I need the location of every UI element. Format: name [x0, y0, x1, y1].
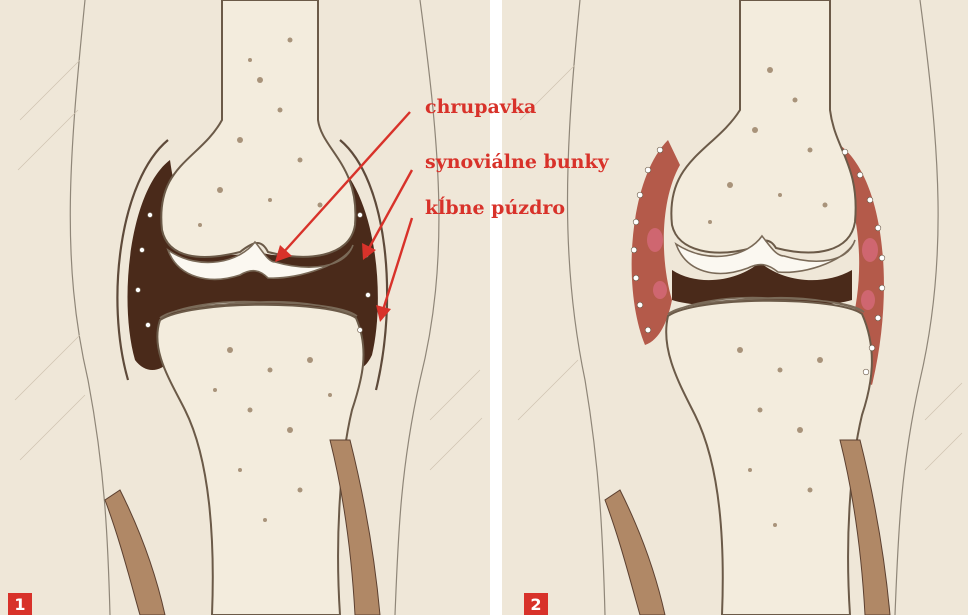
- panel-number-1: 1: [14, 595, 25, 614]
- panel-number-2: 2: [530, 595, 541, 614]
- panel-inflamed-joint: 2: [490, 0, 968, 615]
- panel-number-badge-2: 2: [524, 593, 548, 615]
- label-cartilage: chrupavka: [425, 96, 536, 118]
- panel-number-badge-1: 1: [8, 593, 32, 615]
- label-synovial-cells: synoviálne bunky: [425, 151, 610, 173]
- panel-healthy-joint: 1: [0, 0, 490, 615]
- label-joint-capsule: kĺbne púzdro: [425, 196, 565, 219]
- panel-divider: [490, 0, 502, 615]
